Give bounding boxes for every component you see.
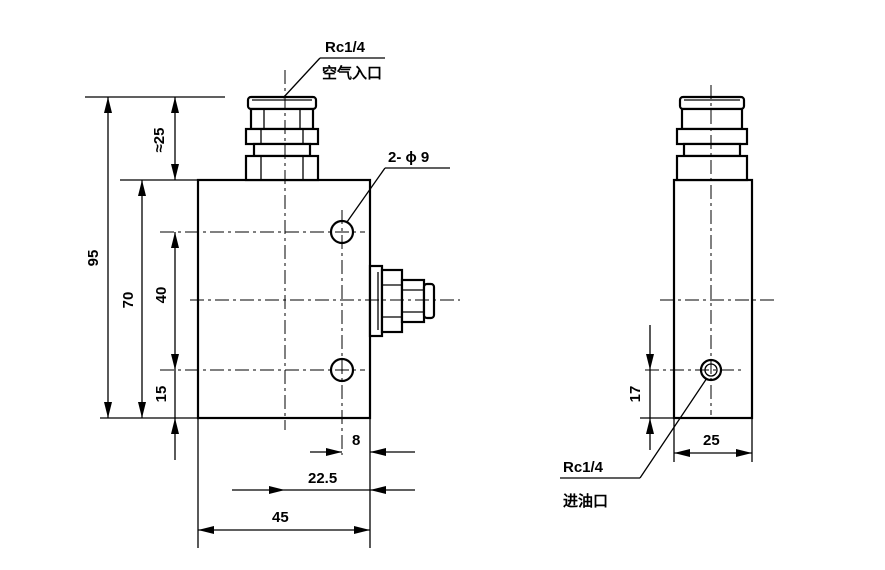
dim-depth: 25 [703,432,720,449]
air-port-thread: Rc1/4 [325,39,366,56]
dim-hole-from-right: 8 [352,432,360,449]
valve-body [196,178,372,420]
side-fitting [368,264,436,338]
oil-port-thread: Rc1/4 [563,459,604,476]
dim-hole-spacing: 40 [153,287,170,304]
dim-port-height: 17 [627,386,644,403]
dim-top-approx: ≈25 [151,128,168,153]
air-port-label: 空气入口 [322,64,382,82]
dim-body-width: 45 [272,509,289,526]
side-view [560,85,775,479]
oil-port-label: 进油口 [563,492,608,510]
side-air-fitting [675,95,749,182]
air-inlet-fitting [244,95,320,182]
hole-callout: 2- ϕ 9 [388,149,429,166]
dim-port-from-right: 22.5 [308,470,337,487]
dim-overall-height: 95 [85,250,102,267]
dim-body-height: 70 [120,292,137,309]
front-view [85,57,460,548]
dim-hole-offset: 15 [153,386,170,403]
side-body [672,178,754,420]
